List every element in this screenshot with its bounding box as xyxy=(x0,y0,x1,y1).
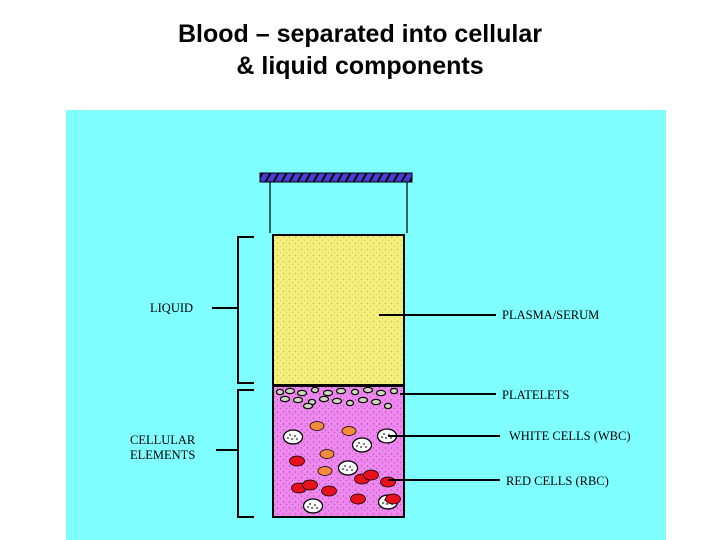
platelet xyxy=(345,399,355,407)
platelet-cluster xyxy=(275,386,399,410)
white-cell-granule xyxy=(344,465,346,467)
platelet xyxy=(357,396,369,404)
label-platelets: PLATELETS xyxy=(502,388,569,402)
orange-cell xyxy=(319,449,335,459)
label-plasma: PLASMA/SERUM xyxy=(502,308,599,322)
platelet xyxy=(296,389,308,397)
platelet xyxy=(331,397,343,405)
title-line-2: & liquid components xyxy=(236,52,484,80)
red-cell xyxy=(321,485,337,497)
white-cell-granule xyxy=(365,446,367,448)
red-cell xyxy=(302,479,318,491)
platelet xyxy=(389,387,399,395)
white-cell-granule xyxy=(287,437,289,439)
white-cell-granule xyxy=(314,504,316,506)
platelet xyxy=(370,398,382,406)
white-cell-granule xyxy=(307,506,309,508)
white-cell-granule xyxy=(294,435,296,437)
title-line-1: Blood – separated into cellular xyxy=(178,20,542,48)
orange-cell xyxy=(317,466,333,476)
platelet xyxy=(310,386,320,394)
white-cell-granule xyxy=(390,437,392,439)
platelet xyxy=(292,396,304,404)
white-cell-granule xyxy=(358,442,360,444)
white-cell-granule xyxy=(386,503,388,505)
white-cell-granule xyxy=(296,438,298,440)
label-cellular-1: CELLULAR xyxy=(130,433,196,447)
white-cell-granule xyxy=(382,502,384,504)
label-wbc: WHITE CELLS (WBC) xyxy=(509,429,631,443)
platelet xyxy=(335,387,347,395)
platelet xyxy=(350,388,360,396)
red-cell xyxy=(289,455,305,467)
white-cell-granule xyxy=(349,466,351,468)
white-cell-granule xyxy=(289,434,291,436)
cellular-speckle xyxy=(274,387,403,516)
liquid-bracket xyxy=(237,236,254,384)
white-cell-granule xyxy=(311,507,313,509)
white-cell xyxy=(337,460,359,476)
tube-cap xyxy=(259,172,413,183)
white-cell xyxy=(351,437,373,453)
white-cell-granule xyxy=(385,437,387,439)
diagram-panel: LIQUID CELLULAR ELEMENTS PLASMA/SERUM PL… xyxy=(66,110,666,540)
white-cell-granule xyxy=(381,436,383,438)
red-cell xyxy=(385,493,401,505)
red-cell xyxy=(363,469,379,481)
white-cell-granule xyxy=(383,433,385,435)
platelet xyxy=(362,386,374,394)
red-cell xyxy=(350,493,366,505)
platelet xyxy=(302,402,314,410)
platelet xyxy=(279,395,291,403)
white-cell xyxy=(302,498,324,514)
cellular-bracket xyxy=(237,389,254,518)
platelet xyxy=(383,402,393,410)
red-cell-group xyxy=(289,421,401,505)
platelet xyxy=(322,389,334,397)
white-cell-granule xyxy=(316,507,318,509)
white-cell-granule xyxy=(363,443,365,445)
blood-tube-diagram: LIQUID CELLULAR ELEMENTS PLASMA/SERUM PL… xyxy=(66,110,666,540)
white-cell-granule xyxy=(309,503,311,505)
white-cell-granule xyxy=(346,469,348,471)
label-cellular-2: ELEMENTS xyxy=(130,448,195,462)
platelet xyxy=(318,395,330,403)
platelet xyxy=(375,389,387,397)
white-cell xyxy=(282,429,304,445)
white-cell-granule xyxy=(351,469,353,471)
label-rbc: RED CELLS (RBC) xyxy=(506,474,609,488)
orange-cell xyxy=(341,426,357,436)
orange-cell xyxy=(309,421,325,431)
slide-title: Blood – separated into cellular & liquid… xyxy=(0,18,720,82)
plasma-speckle xyxy=(274,236,403,384)
red-cell xyxy=(380,476,396,488)
white-cell-granule xyxy=(360,446,362,448)
label-liquid: LIQUID xyxy=(150,301,193,315)
white-cell-granule xyxy=(356,445,358,447)
white-cell-granule xyxy=(342,468,344,470)
platelet xyxy=(275,388,285,396)
white-cell-granule xyxy=(291,438,293,440)
platelet xyxy=(284,387,296,395)
